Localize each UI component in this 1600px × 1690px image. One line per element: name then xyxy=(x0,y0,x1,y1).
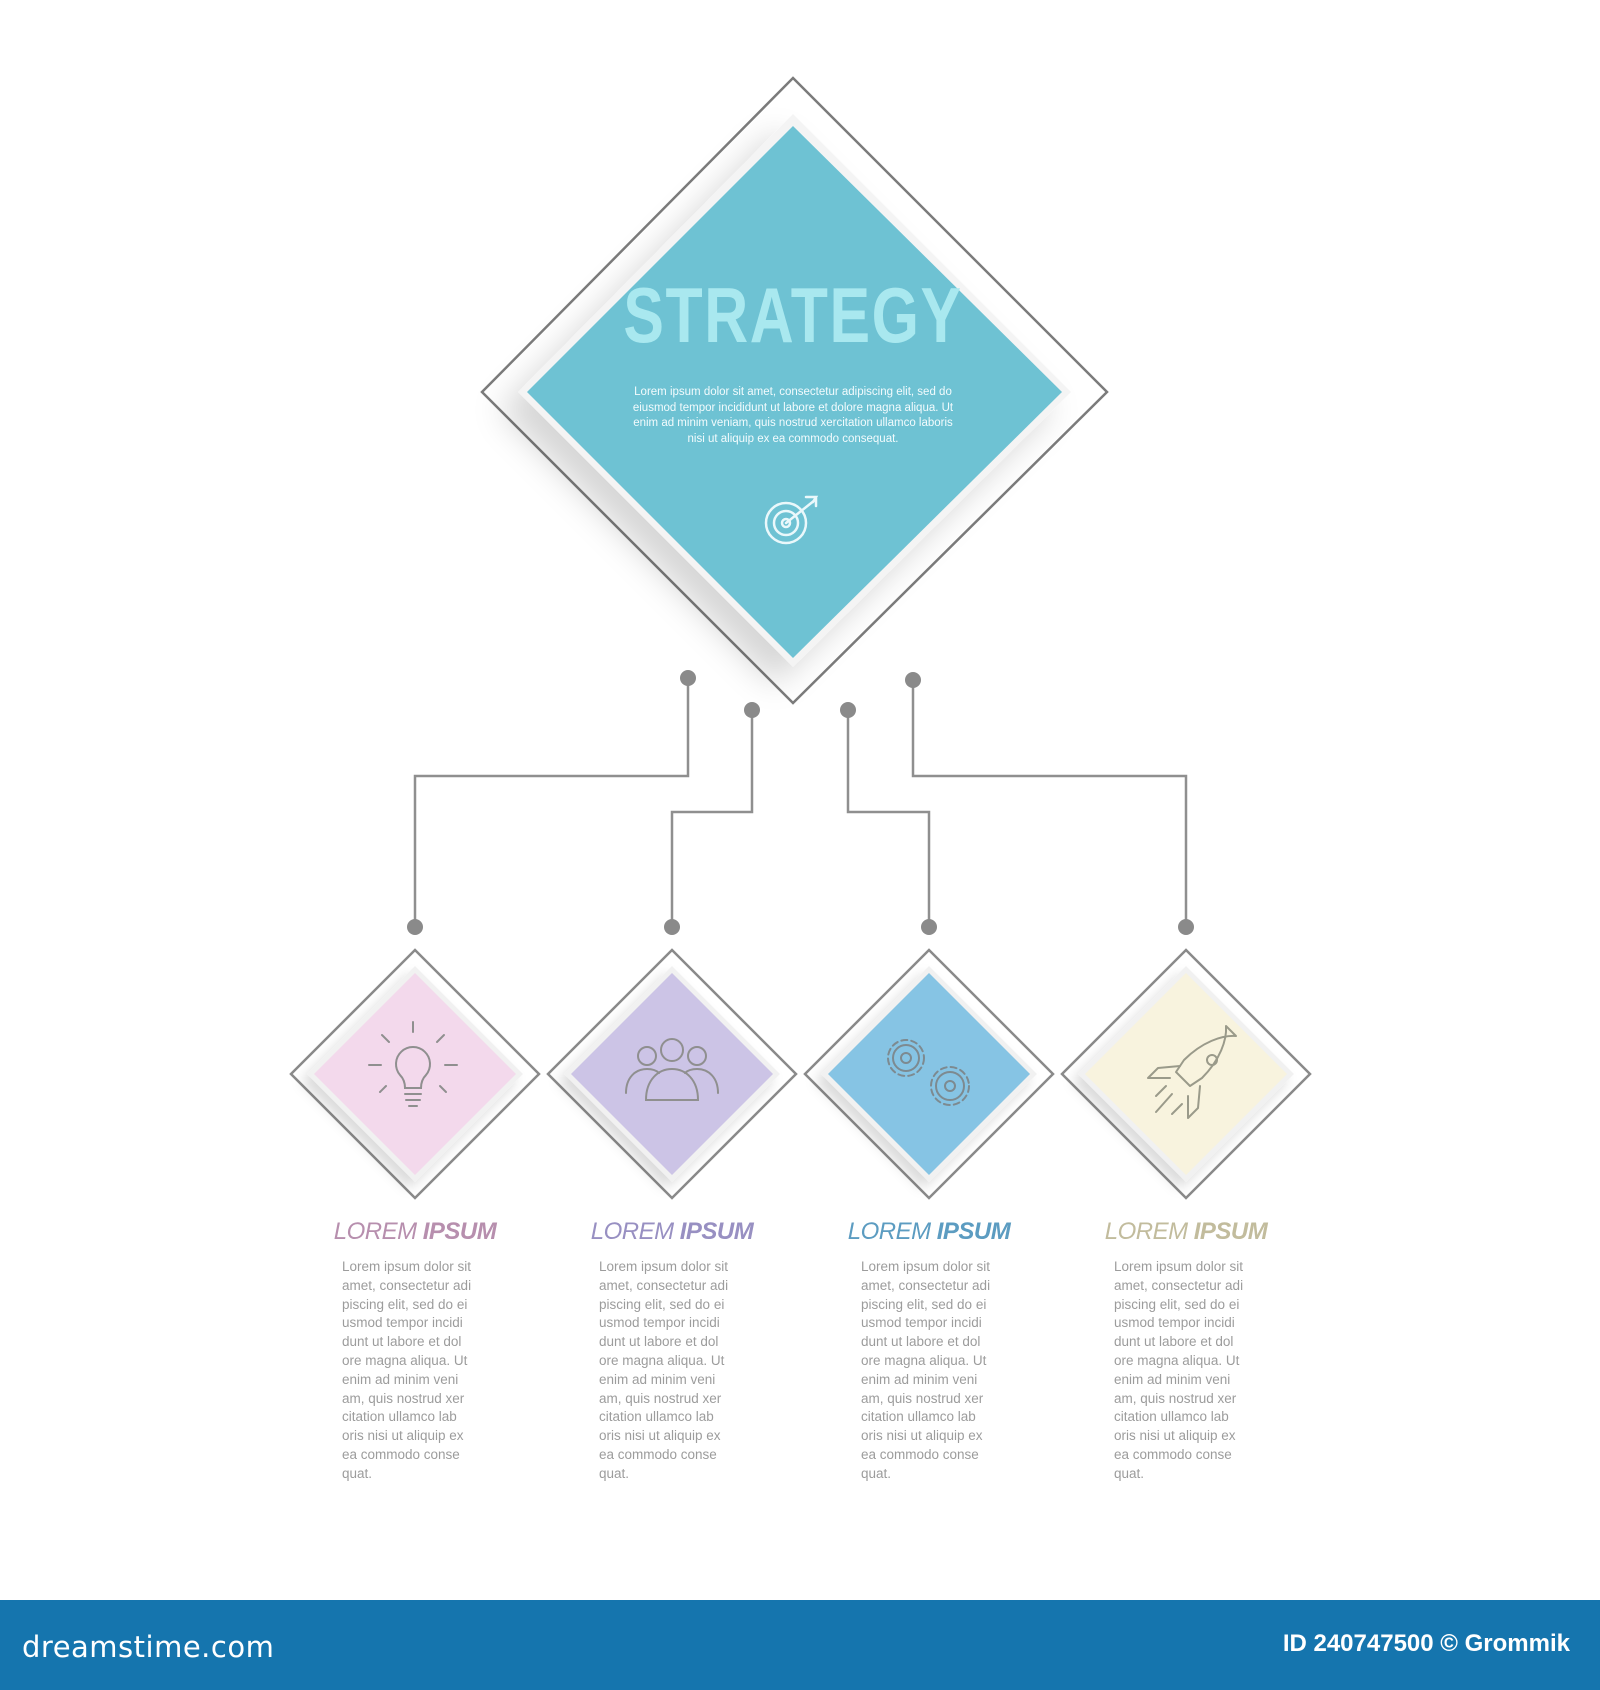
card-title-word-1: LOREM xyxy=(590,1218,674,1245)
connector-dot xyxy=(664,919,680,935)
card-diamond-fill xyxy=(1085,973,1287,1175)
diagram-canvas xyxy=(289,76,1312,1200)
connector-1 xyxy=(413,678,690,927)
card-body-3: Lorem ipsum dolor sit amet, consectetur … xyxy=(861,1259,991,1481)
card-title-word-1: LOREM xyxy=(333,1218,417,1245)
connector-4 xyxy=(911,680,1188,927)
connector-dot xyxy=(921,919,937,935)
card-diamond-4 xyxy=(1060,948,1312,1200)
connector-3 xyxy=(846,710,931,927)
card-body-1: Lorem ipsum dolor sit amet, consectetur … xyxy=(342,1259,472,1481)
card-title-4: LOREM IPSUM xyxy=(1056,1218,1316,1246)
footer-bar: dreamstime.com ID 240747500 © Grommik xyxy=(0,1600,1600,1690)
card-title-word-1: LOREM xyxy=(1104,1218,1188,1245)
card-diamond-1 xyxy=(289,948,541,1200)
connector-2 xyxy=(670,710,754,927)
main-diamond-fill xyxy=(527,126,1062,658)
card-diamond-fill xyxy=(571,973,773,1175)
card-body-2: Lorem ipsum dolor sit amet, consectetur … xyxy=(599,1259,729,1481)
card-diamond-2 xyxy=(546,948,798,1200)
card-title-1: LOREM IPSUM xyxy=(285,1218,545,1246)
card-body-4: Lorem ipsum dolor sit amet, consectetur … xyxy=(1114,1259,1244,1481)
connector-dot xyxy=(1178,919,1194,935)
lightbulb-icon xyxy=(368,1021,458,1107)
main-diamond xyxy=(480,76,1109,705)
main-title: STRATEGY xyxy=(623,271,963,359)
connector-dot xyxy=(905,672,921,688)
footer-logo[interactable]: dreamstime.com xyxy=(22,1630,275,1664)
main-description: Lorem ipsum dolor sit amet, consectetur … xyxy=(632,386,954,445)
people-group-icon xyxy=(625,1038,719,1101)
card-diamond-fill xyxy=(314,973,516,1175)
card-title-word-2: IPSUM xyxy=(679,1218,754,1245)
footer-credit: ID 240747500 © Grommik xyxy=(1282,1630,1570,1657)
connector-dot xyxy=(407,919,423,935)
card-title-word-2: IPSUM xyxy=(422,1218,497,1245)
gears-icon xyxy=(887,1039,970,1106)
card-title-word-1: LOREM xyxy=(847,1218,931,1245)
connector-lines xyxy=(413,678,1188,927)
card-title-2: LOREM IPSUM xyxy=(542,1218,802,1246)
card-title-word-2: IPSUM xyxy=(1193,1218,1268,1245)
card-title-word-2: IPSUM xyxy=(936,1218,1011,1245)
target-icon xyxy=(764,495,819,545)
rocket-icon xyxy=(1147,1025,1237,1119)
connector-dot xyxy=(840,702,856,718)
card-diamond-3 xyxy=(803,948,1055,1200)
connector-dot xyxy=(680,670,696,686)
connector-dots xyxy=(407,670,1194,935)
card-diamond-fill xyxy=(828,973,1030,1175)
connector-dot xyxy=(744,702,760,718)
card-title-3: LOREM IPSUM xyxy=(799,1218,1059,1246)
